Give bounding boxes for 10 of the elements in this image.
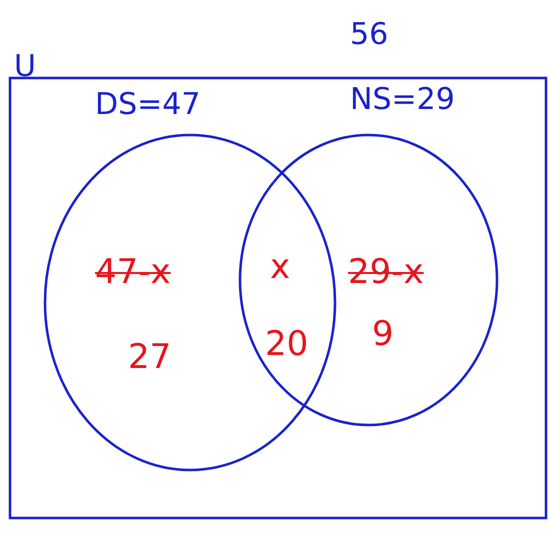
total-count: 56	[350, 20, 388, 50]
set-label: NS=29	[350, 85, 455, 115]
region-count: 9	[372, 317, 394, 351]
set-label: U	[14, 52, 36, 82]
region-count: 20	[265, 327, 308, 361]
region-count: 27	[128, 340, 172, 374]
crossed-out-expression: 29-x	[348, 255, 424, 289]
region-count: x	[270, 250, 290, 284]
crossed-out-expression: 47-x	[95, 255, 171, 289]
set-label: DS=47	[95, 90, 200, 120]
